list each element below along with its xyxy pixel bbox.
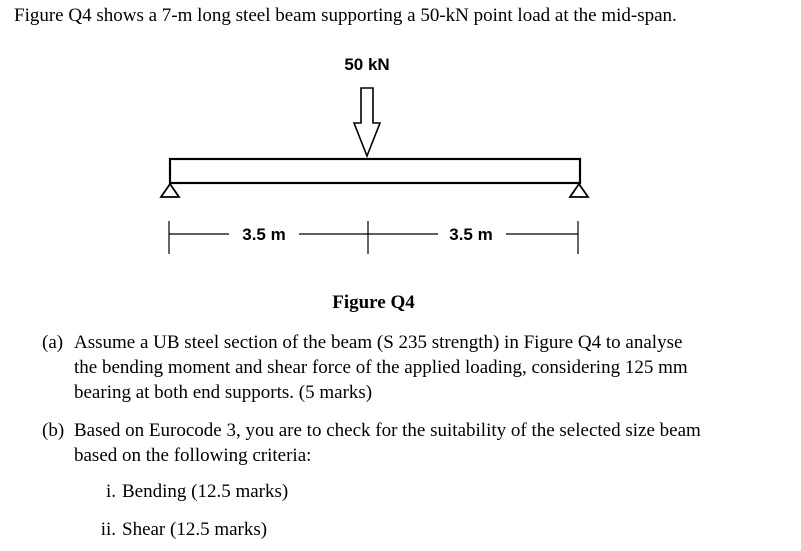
- beam: [168, 157, 582, 185]
- question-b-line: Based on Eurocode 3, you are to check fo…: [74, 420, 701, 441]
- question-a-line: the bending moment and shear force of th…: [74, 357, 688, 378]
- criterion-item: i. Bending (12.5 marks): [86, 481, 288, 503]
- left-support-icon: [159, 182, 181, 198]
- criterion-item: ii. Shear (12.5 marks): [86, 519, 267, 541]
- question-a-line: bearing at both end supports. (5 marks): [74, 382, 373, 403]
- question-b-marker: (b): [42, 420, 65, 441]
- load-label: 50 kN: [344, 55, 389, 74]
- load-arrow-icon: [352, 87, 382, 159]
- right-span-label: 3.5 m: [449, 225, 492, 244]
- question-a-line: Assume a UB steel section of the beam (S…: [74, 332, 683, 353]
- beam-figure: 50 kN 3.5 m 3.5 m: [159, 55, 590, 254]
- question-a-marker: (a): [42, 332, 64, 353]
- criterion-number: ii.: [100, 519, 116, 540]
- problem-statement: Figure Q4 shows a 7-m long steel beam su…: [14, 5, 677, 26]
- question-b-text: Based on Eurocode 3, you are to check fo…: [74, 418, 734, 468]
- dimension-line: [168, 221, 579, 254]
- criterion-text: Shear (12.5 marks): [122, 519, 268, 540]
- right-support-icon: [568, 182, 590, 198]
- question-b-line: based on the following criteria:: [74, 445, 312, 466]
- criterion-text: Bending (12.5 marks): [122, 481, 289, 502]
- question-a-text: Assume a UB steel section of the beam (S…: [74, 330, 734, 405]
- left-span-label: 3.5 m: [242, 225, 285, 244]
- figure-caption: Figure Q4: [332, 292, 415, 313]
- criterion-number: i.: [105, 481, 116, 502]
